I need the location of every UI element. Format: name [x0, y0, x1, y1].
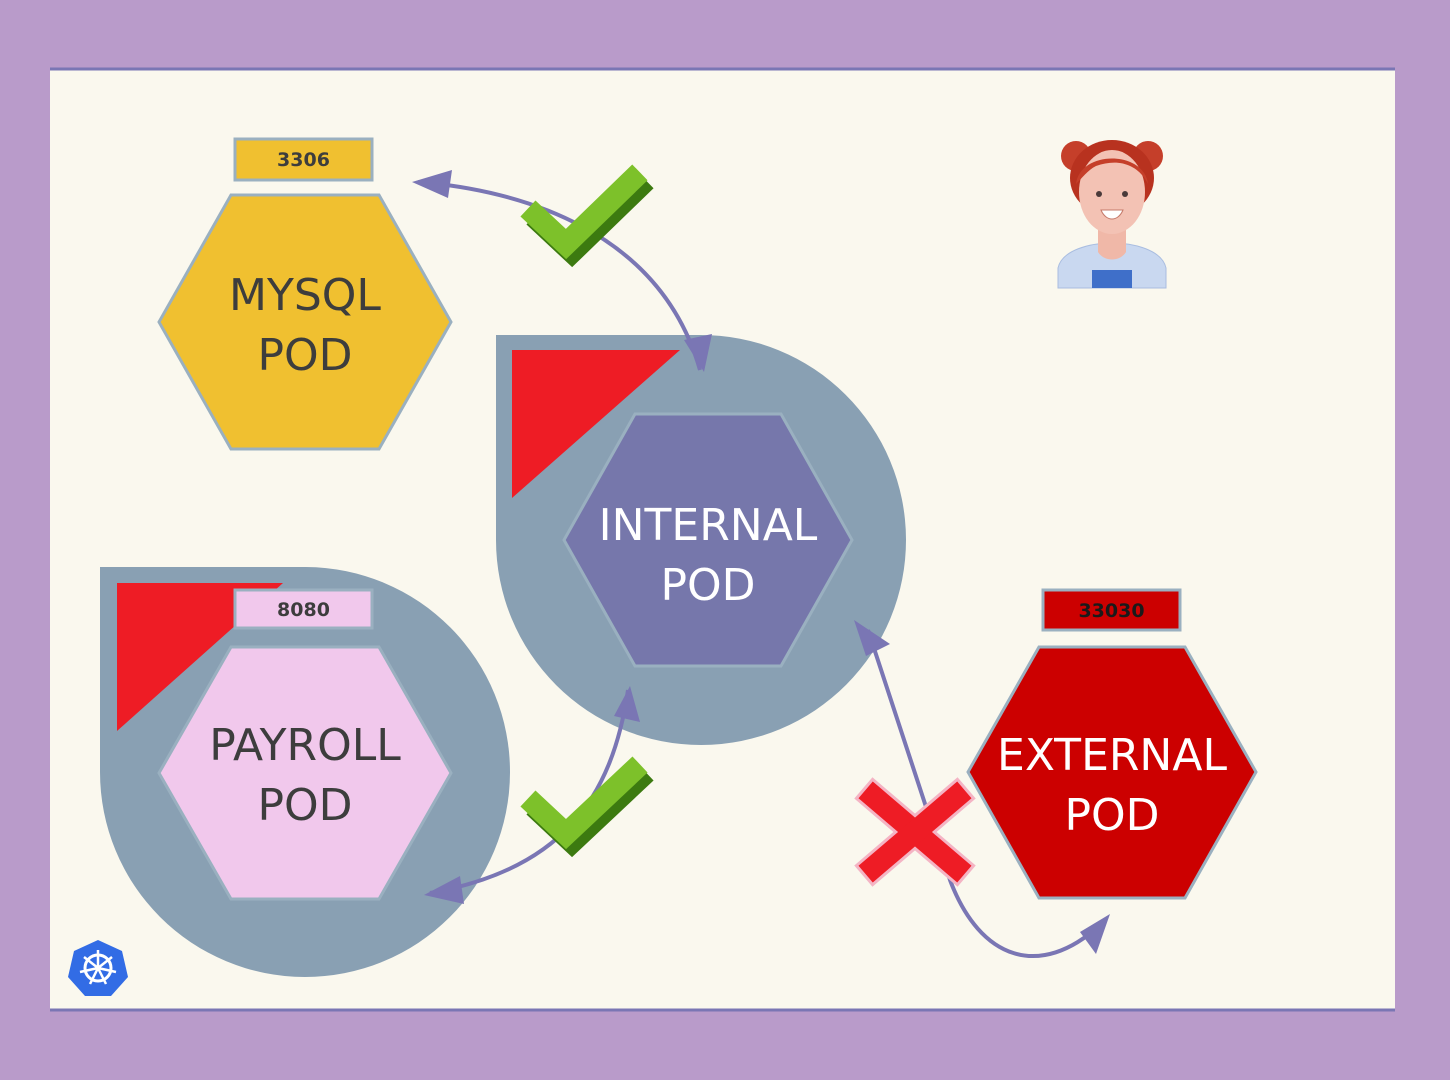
- arrowhead-external: [1080, 914, 1110, 954]
- internal-pod-subtitle: POD: [660, 560, 755, 611]
- mysql-pod-subtitle: POD: [257, 330, 352, 381]
- payroll-port-badge: [233, 588, 374, 630]
- user-avatar-icon: [1057, 140, 1167, 289]
- mysql-port-label: 3306: [277, 149, 330, 171]
- external-port-badge: [1041, 588, 1182, 632]
- payroll-pod-hexagon: [157, 645, 453, 901]
- mysql-pod-title: MYSQL: [229, 270, 381, 321]
- external-pod: 33030 EXTERNAL POD: [966, 588, 1258, 900]
- check-icon: [520, 756, 654, 858]
- payroll-port-label: 8080: [277, 599, 330, 621]
- payroll-pod-title: PAYROLL: [209, 720, 401, 771]
- kubernetes-logo-icon: [68, 940, 128, 996]
- arrowhead-internal-right: [854, 620, 890, 656]
- arrowhead-payroll: [424, 876, 464, 904]
- arrowhead-internal-top: [684, 334, 712, 372]
- payroll-pod: 8080 PAYROLL POD: [157, 588, 453, 901]
- payroll-pod-subtitle: POD: [257, 780, 352, 831]
- external-pod-hexagon: [966, 645, 1258, 900]
- check-icon: [520, 164, 654, 268]
- arrowhead-mysql: [412, 170, 452, 198]
- external-pod-title: EXTERNAL: [997, 730, 1227, 781]
- external-port-label: 33030: [1078, 600, 1144, 622]
- arrowhead-internal-bottom: [614, 686, 640, 722]
- external-pod-subtitle: POD: [1064, 790, 1159, 841]
- mysql-pod: 3306 MYSQL POD: [157, 137, 453, 451]
- internal-pod-title: INTERNAL: [599, 500, 818, 551]
- mysql-pod-hexagon: [157, 193, 453, 451]
- internal-pod: INTERNAL POD: [562, 412, 854, 668]
- internal-pod-hexagon: [562, 412, 854, 668]
- mysql-port-badge: [233, 137, 374, 182]
- cross-icon: [854, 777, 976, 887]
- internal-policy-corner: [512, 350, 680, 498]
